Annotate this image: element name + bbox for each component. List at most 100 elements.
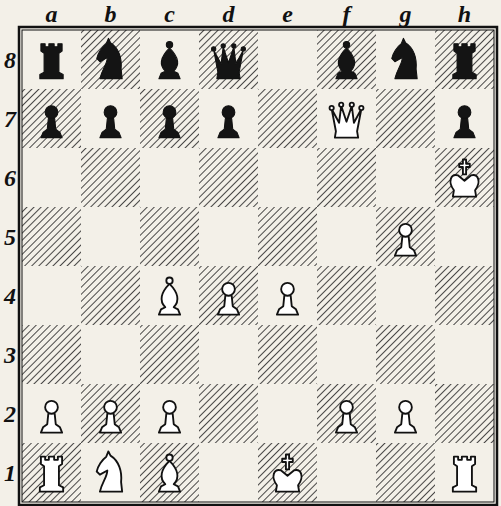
board-square (435, 266, 494, 325)
piece-part (100, 119, 121, 138)
piece-part (399, 224, 412, 237)
pawn-piece (218, 106, 239, 138)
board-square (258, 89, 317, 148)
board-square (199, 30, 258, 89)
pawn-piece (395, 224, 416, 256)
piece-part (218, 119, 239, 138)
piece-part (163, 106, 176, 119)
board-square (22, 207, 81, 266)
board-square (140, 148, 199, 207)
board-square (376, 89, 435, 148)
piece-part (166, 455, 172, 461)
board-square (376, 30, 435, 89)
bishop-piece (159, 455, 180, 492)
board-square (376, 384, 435, 443)
file-label: h (458, 2, 471, 26)
file-label: c (164, 2, 175, 26)
piece-part (218, 296, 239, 315)
piece-part (166, 278, 172, 284)
piece-part (282, 455, 293, 470)
file-label: f (343, 2, 351, 26)
piece-part (41, 414, 62, 433)
board-square (376, 207, 435, 266)
board-square (317, 148, 376, 207)
queen-piece (330, 103, 364, 138)
board-square (435, 443, 494, 502)
piece-part (453, 457, 476, 492)
bishop-piece (336, 42, 357, 79)
pawn-piece (277, 283, 298, 315)
rank-label: 7 (4, 107, 16, 131)
board-square (140, 89, 199, 148)
piece-part (159, 414, 180, 433)
piece-part (336, 414, 357, 433)
pawn-piece (159, 401, 180, 433)
piece-part (212, 47, 216, 51)
chess-pieces (40, 38, 479, 491)
board-square (199, 266, 258, 325)
board-square (81, 89, 140, 148)
board-square (140, 325, 199, 384)
piece-part (159, 119, 180, 138)
rank-label: 4 (4, 284, 16, 308)
piece-part (458, 106, 471, 119)
piece-part (395, 237, 416, 256)
file-label: e (282, 2, 293, 26)
piece-part (399, 401, 412, 414)
piece-part (273, 470, 301, 492)
piece-part (359, 106, 363, 110)
pawn-piece (100, 401, 121, 433)
board-square (258, 384, 317, 443)
board-square (22, 443, 81, 502)
piece-part (222, 106, 235, 119)
piece-part (450, 175, 478, 197)
piece-part (392, 38, 417, 78)
piece-part (281, 283, 294, 296)
pawn-piece (41, 401, 62, 433)
rank-label: 2 (4, 402, 16, 426)
piece-part (40, 44, 63, 79)
pawn-piece (159, 106, 180, 138)
board-square (199, 148, 258, 207)
piece-part (221, 44, 225, 48)
board-square (317, 384, 376, 443)
board-square (317, 207, 376, 266)
board-square (435, 89, 494, 148)
board-square (435, 148, 494, 207)
pawn-piece (454, 106, 475, 138)
piece-part (339, 103, 343, 107)
board-square (22, 89, 81, 148)
board-square (258, 148, 317, 207)
piece-part (336, 48, 357, 79)
pawn-piece (41, 106, 62, 138)
rank-label: 6 (4, 166, 16, 190)
board-square (199, 207, 258, 266)
piece-part (97, 451, 122, 491)
board-square (376, 443, 435, 502)
board-square (199, 384, 258, 443)
board-square (199, 325, 258, 384)
rank-label: 5 (4, 225, 16, 249)
file-label: g (400, 2, 412, 26)
piece-part (343, 42, 349, 48)
king-piece (450, 160, 478, 197)
board-square (199, 443, 258, 502)
piece-part (40, 457, 63, 492)
knight-piece (97, 451, 122, 491)
rank-label: 1 (4, 461, 16, 485)
board-edge (22, 30, 494, 502)
piece-part (232, 44, 236, 48)
board-square (140, 443, 199, 502)
piece-part (350, 103, 354, 107)
board-square (22, 266, 81, 325)
board-square (258, 266, 317, 325)
board-square (258, 325, 317, 384)
piece-part (45, 401, 58, 414)
board-square (81, 148, 140, 207)
piece-part (453, 44, 476, 79)
pawn-piece (218, 283, 239, 315)
piece-part (332, 106, 362, 138)
piece-part (104, 106, 117, 119)
